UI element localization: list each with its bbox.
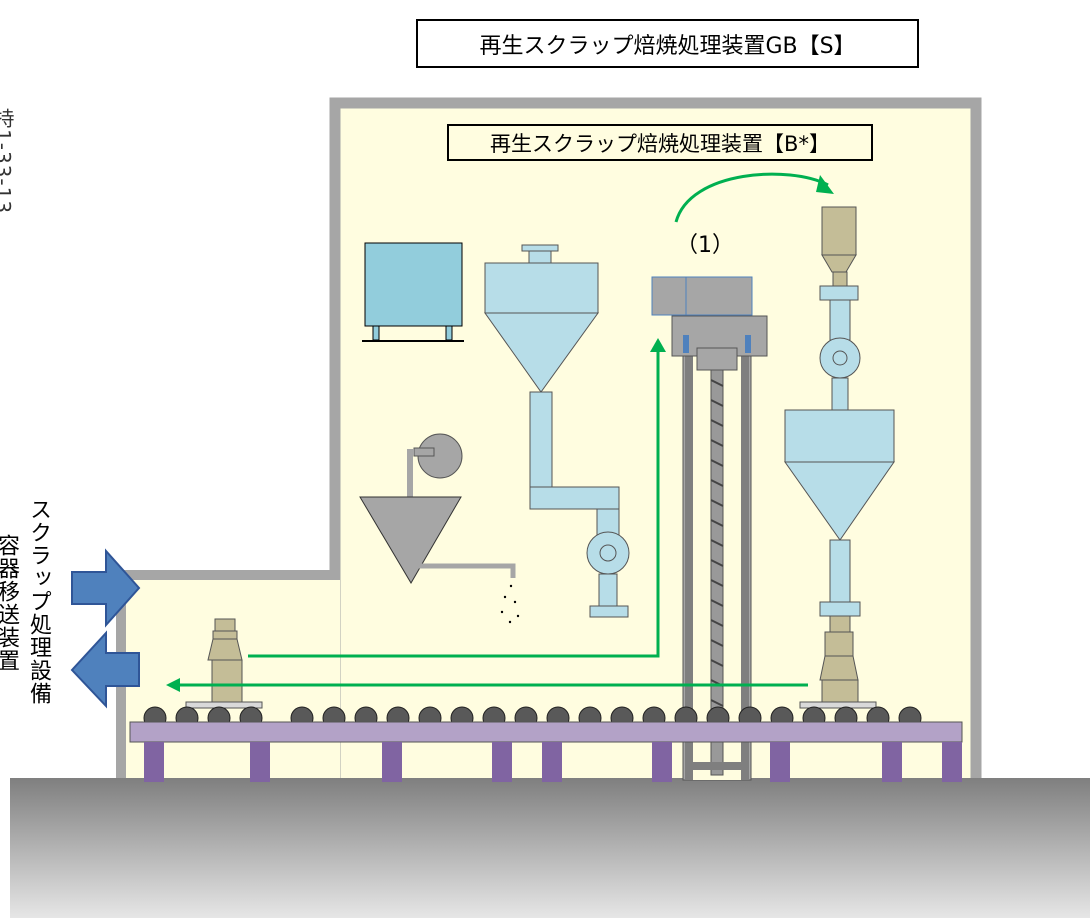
container-left [185, 618, 263, 709]
container-right [799, 631, 877, 709]
arrow-in-icon [71, 548, 141, 628]
cyclone-right [784, 206, 895, 633]
blower-hopper [359, 433, 520, 624]
side-label-sub: 容器移送装置 [0, 534, 19, 672]
floor [10, 778, 1090, 918]
storage-tank [362, 242, 464, 342]
roller-conveyor [129, 706, 963, 782]
diagram-subtitle: 再生スクラップ焙焼処理装置【B*】 [447, 124, 873, 161]
arrow-out-icon [70, 630, 140, 709]
flow-arrows [175, 172, 829, 687]
edge-label: 持1-33-13 [0, 108, 15, 215]
arrow-heads [166, 175, 834, 692]
diagram-title: 再生スクラップ焙焼処理装置GB【S】 [416, 19, 919, 68]
marker-label: （1） [676, 233, 734, 258]
cyclone-left [484, 244, 630, 618]
side-label-main: スクラップ処理設備 [26, 498, 51, 705]
transfer-arrows [70, 548, 141, 709]
